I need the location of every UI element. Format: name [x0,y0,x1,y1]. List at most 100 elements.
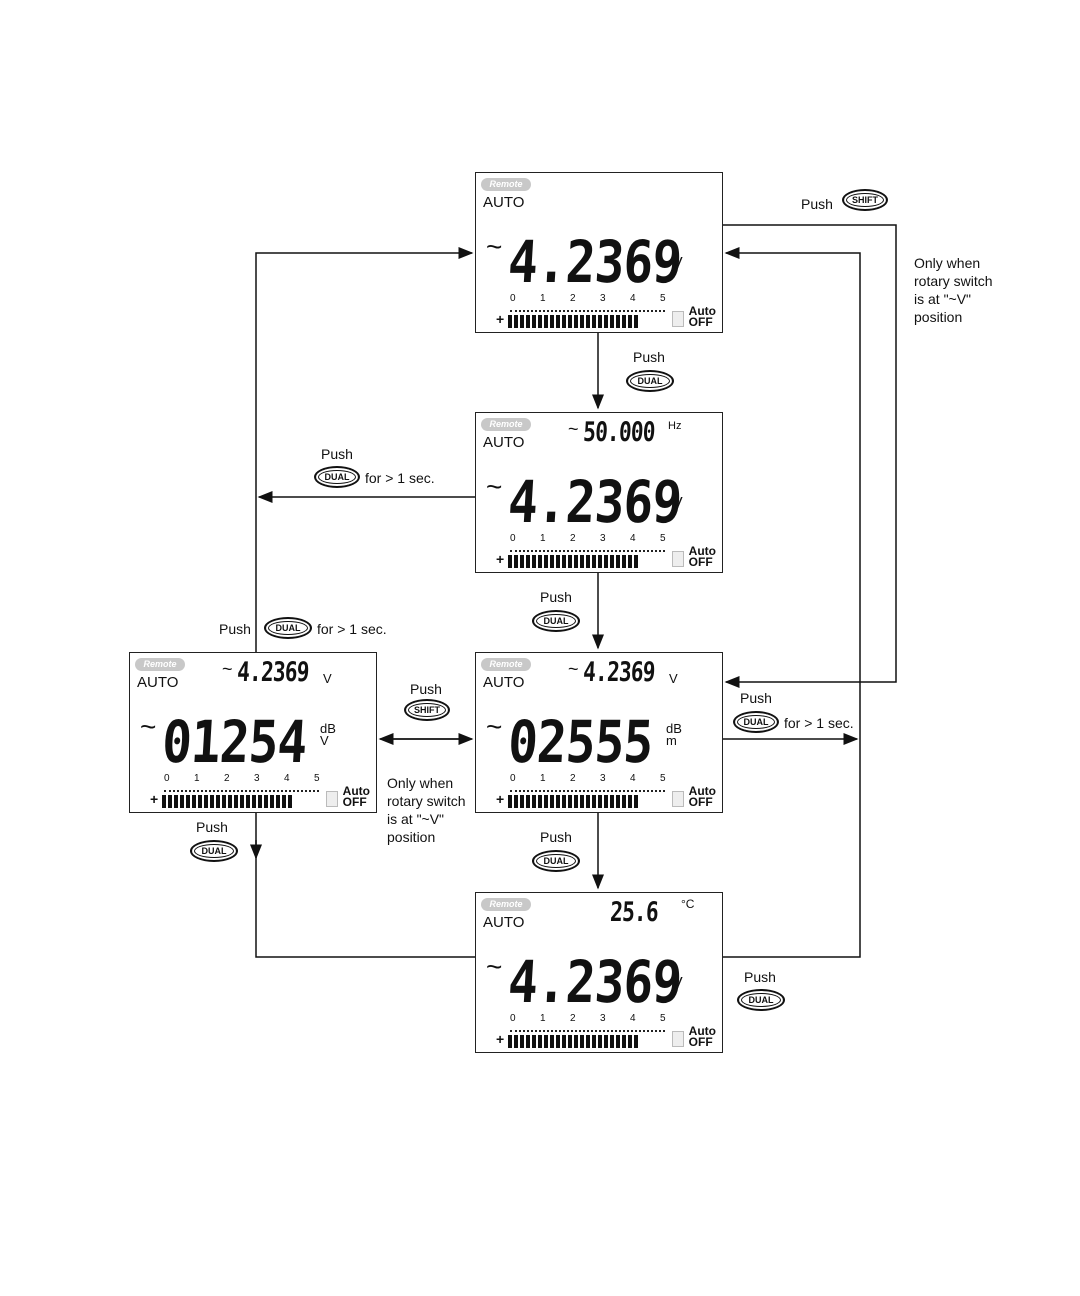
bargraph-segment [562,795,566,808]
bargraph-segment [628,795,632,808]
remote-indicator: Remote [481,178,531,191]
push-label: Push [744,969,776,985]
bargraph-segment [586,795,590,808]
secondary-reading: 25.6 [609,897,659,928]
bargraph-segment [622,315,626,328]
bargraph-segment [222,795,226,808]
bargraph-segment [568,555,572,568]
bargraph-segment [520,795,524,808]
bargraph-segment [634,555,638,568]
push-label: Push [219,621,251,637]
bargraph-segment [586,315,590,328]
line-temp-to-dbv [255,813,475,958]
secondary-reading: 4.2369 [236,657,310,688]
bargraph-segment [604,555,608,568]
bargraph-segment [604,795,608,808]
bargraph-segment [246,795,250,808]
dual-button[interactable]: DUAL [532,850,580,872]
bargraph-segment [604,1035,608,1048]
secondary-reading: 4.2369 [582,657,656,688]
push-label: Push [633,349,665,365]
bargraph-segment [198,795,202,808]
remote-indicator: Remote [481,418,531,431]
bargraph-segment [526,315,530,328]
bargraph-segment [544,795,548,808]
hold-duration-label: for > 1 sec. [784,715,854,731]
primary-reading: 01254 [160,708,309,776]
dual-button[interactable]: DUAL [314,466,360,488]
auto-range-indicator: AUTO [483,674,525,691]
bargraph-segment [526,1035,530,1048]
arrow-top-to-dbm-shift [723,224,897,688]
bargraph-segment [616,555,620,568]
primary-reading: 4.2369 [506,468,684,536]
primary-unit: V [672,975,683,992]
bargraph-segment [580,315,584,328]
dual-button[interactable]: DUAL [733,711,779,733]
bargraph-segment [526,555,530,568]
bargraph-segment [210,795,214,808]
dual-button[interactable]: DUAL [626,370,674,392]
bargraph-segment [574,795,578,808]
bargraph-segment [288,795,292,808]
bargraph-segment [592,555,596,568]
bargraph-segment [508,1035,512,1048]
bargraph-segment [574,315,578,328]
bargraph-segment [174,795,178,808]
bargraph-segment [634,1035,638,1048]
bargraph-segment [586,1035,590,1048]
bargraph-segment [520,555,524,568]
bargraph-segment [192,795,196,808]
polarity-plus: + [496,791,505,807]
bargraph-segment [622,795,626,808]
bargraph-segment [556,315,560,328]
polarity-plus: + [496,311,505,327]
bargraph-segment [550,1035,554,1048]
apo-icon [672,1031,684,1047]
bargraph-segment [610,795,614,808]
bargraph-segment [270,795,274,808]
bargraph-segment [610,555,614,568]
bargraph-segment [616,1035,620,1048]
bargraph-segment [514,795,518,808]
bargraph [508,1035,638,1048]
bargraph-segment [580,795,584,808]
bargraph-segment [538,795,542,808]
secondary-unit: V [669,671,678,686]
remote-indicator: Remote [135,658,185,671]
bargraph-segment [514,1035,518,1048]
shift-button[interactable]: SHIFT [842,189,888,211]
bargraph-segment [598,795,602,808]
bargraph-segment [532,795,536,808]
bargraph-segment [634,795,638,808]
bargraph-segment [508,795,512,808]
bargraph-segment [538,555,542,568]
bargraph-segment [628,1035,632,1048]
dual-button[interactable]: DUAL [264,617,312,639]
dual-button[interactable]: DUAL [737,989,785,1011]
bargraph-segment [556,795,560,808]
auto-range-indicator: AUTO [483,194,525,211]
secondary-reading: 50.000 [582,417,656,448]
push-label: Push [540,589,572,605]
dual-button[interactable]: DUAL [532,610,580,632]
bargraph-segment [508,555,512,568]
dual-button[interactable]: DUAL [190,840,238,862]
bargraph-segment [556,1035,560,1048]
bargraph-segment [574,1035,578,1048]
bargraph-segment [628,315,632,328]
apo-icon [672,791,684,807]
bargraph-segment [508,315,512,328]
bargraph-segment [550,795,554,808]
shift-button[interactable]: SHIFT [404,699,450,721]
bargraph-segment [544,1035,548,1048]
